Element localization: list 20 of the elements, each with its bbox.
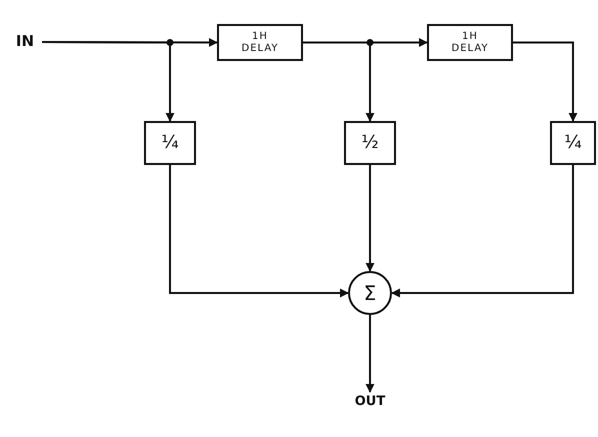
arrow — [513, 42, 578, 122]
arrow — [169, 165, 349, 298]
gain-box — [344, 121, 396, 165]
box-label: ¼ — [564, 132, 582, 154]
gain-box — [550, 121, 596, 165]
box-label: ¼ — [161, 132, 179, 154]
gain-box — [144, 121, 196, 165]
arrow — [366, 165, 374, 272]
box-label: Σ — [364, 282, 376, 304]
arrow — [42, 41, 174, 122]
box-label: 1H DELAY — [240, 31, 280, 54]
delay-box — [427, 24, 513, 61]
box-label: 1H DELAY — [450, 31, 490, 54]
output-label: OUT — [354, 394, 386, 410]
arrow — [391, 165, 574, 298]
delay-box — [217, 24, 303, 61]
arrow — [366, 315, 374, 393]
summing-junction — [348, 271, 392, 315]
input-label: IN — [16, 33, 34, 51]
box-label: ½ — [361, 132, 379, 154]
